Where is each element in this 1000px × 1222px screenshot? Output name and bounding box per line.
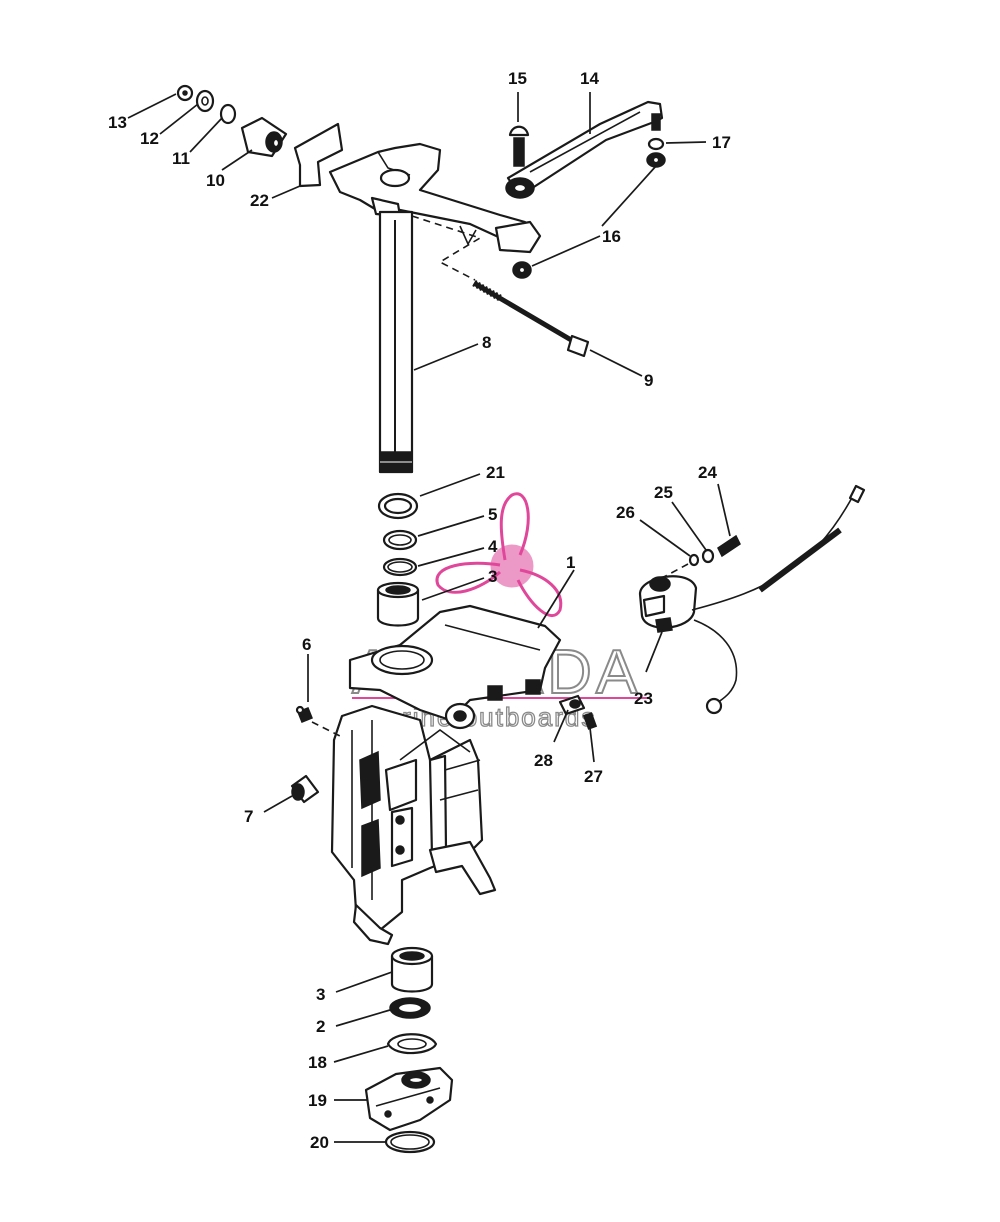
callout-10: 10 bbox=[206, 171, 225, 190]
part-25-washer bbox=[701, 548, 715, 564]
part-18-washer bbox=[386, 1033, 438, 1055]
callout-18: 18 bbox=[308, 1053, 327, 1072]
part-5-seal bbox=[382, 529, 418, 551]
callout-25: 25 bbox=[654, 483, 673, 502]
callout-21: 21 bbox=[486, 463, 505, 482]
callout-2: 2 bbox=[316, 1017, 325, 1036]
part-14-steering-arm bbox=[494, 100, 664, 254]
callout-11: 11 bbox=[172, 149, 190, 168]
callout-17: 17 bbox=[712, 133, 731, 152]
part-2-seal bbox=[389, 997, 431, 1019]
callout-labels: 13 12 11 10 22 15 14 17 16 8 9 21 5 4 3 … bbox=[108, 69, 731, 1152]
part-24-screw bbox=[717, 534, 741, 558]
callout-28: 28 bbox=[534, 751, 553, 770]
callout-6: 6 bbox=[302, 635, 311, 654]
part-6-grease-fitting bbox=[295, 705, 313, 723]
part-8-steering-tube bbox=[378, 210, 414, 474]
callout-5: 5 bbox=[488, 505, 497, 524]
part-17-washer bbox=[647, 137, 665, 151]
callout-20: 20 bbox=[310, 1133, 329, 1152]
part-20-retaining-ring bbox=[384, 1130, 436, 1154]
callout-23: 23 bbox=[634, 689, 653, 708]
part-10-mount bbox=[240, 116, 288, 158]
part-1-swivel-bracket bbox=[330, 604, 562, 946]
callout-13: 13 bbox=[108, 113, 127, 132]
part-26-washer bbox=[688, 553, 700, 567]
propeller-logo-icon bbox=[435, 492, 563, 618]
part-11-washer bbox=[219, 103, 237, 125]
callout-3-lower: 3 bbox=[316, 985, 325, 1004]
part-22-plate bbox=[293, 122, 344, 188]
callout-24: 24 bbox=[698, 463, 717, 482]
callout-12: 12 bbox=[140, 129, 159, 148]
part-3-upper-bushing bbox=[376, 581, 420, 627]
part-27-screw bbox=[582, 712, 598, 730]
callout-16: 16 bbox=[602, 227, 621, 246]
callout-9: 9 bbox=[644, 371, 653, 390]
callout-1: 1 bbox=[566, 553, 575, 572]
callout-8: 8 bbox=[482, 333, 491, 352]
part-12-washer bbox=[195, 89, 215, 113]
callout-26: 26 bbox=[616, 503, 635, 522]
part-19-steering-yoke bbox=[364, 1066, 454, 1132]
callout-3-upper: 3 bbox=[488, 567, 497, 586]
callout-4: 4 bbox=[488, 537, 498, 556]
part-15-bolt bbox=[508, 125, 530, 167]
part-16-nut-upper bbox=[646, 152, 666, 168]
callout-22: 22 bbox=[250, 191, 269, 210]
part-13-nut bbox=[176, 84, 194, 102]
part-16-nut-lower bbox=[512, 261, 532, 279]
callout-7: 7 bbox=[244, 807, 253, 826]
part-4-ring bbox=[382, 557, 418, 577]
part-28-pin bbox=[558, 694, 586, 716]
part-9-bolt bbox=[472, 279, 590, 358]
callout-15: 15 bbox=[508, 69, 527, 88]
callout-14: 14 bbox=[580, 69, 599, 88]
part-3-lower-bushing bbox=[390, 946, 434, 993]
part-23-trim-sender bbox=[638, 484, 866, 715]
part-21-washer bbox=[377, 492, 419, 520]
callout-19: 19 bbox=[308, 1091, 327, 1110]
part-7-bushing bbox=[290, 774, 320, 804]
callout-27: 27 bbox=[584, 767, 603, 786]
leader-lines bbox=[127, 92, 731, 1143]
